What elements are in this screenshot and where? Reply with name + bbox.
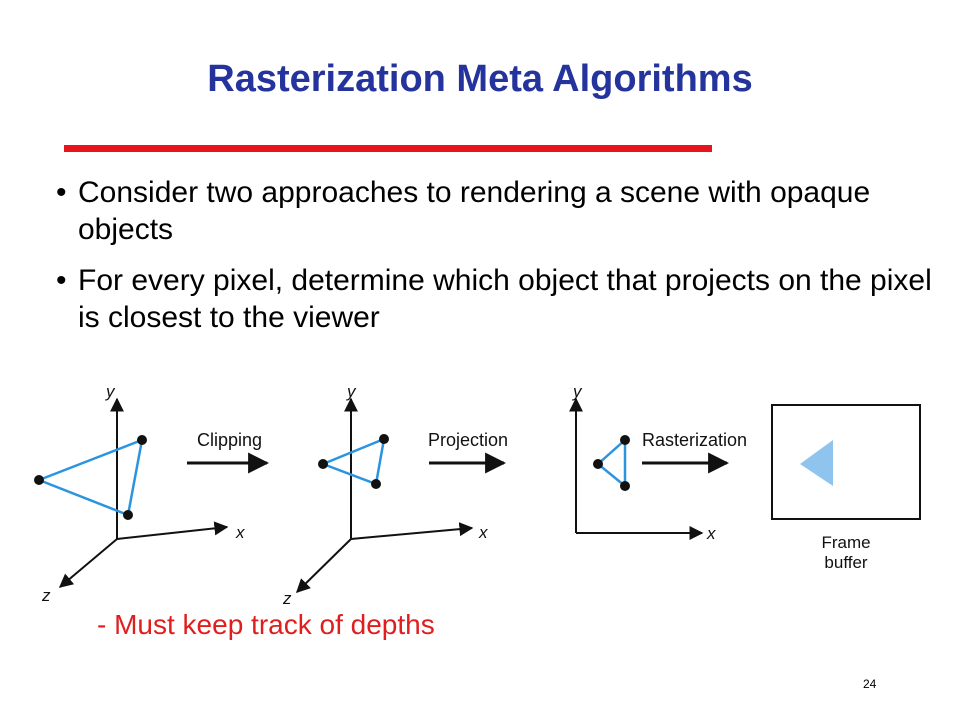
frame-buffer-label: Frame [821,533,870,552]
vertex [379,434,389,444]
x-axis-label: x [706,524,716,543]
stage-label-rasterization: Rasterization [642,430,747,450]
page-number: 24 [863,677,877,691]
stage-label-clipping: Clipping [197,430,262,450]
panel-world: y x z [34,382,245,605]
frame-buffer-label: buffer [824,553,868,572]
vertex [371,479,381,489]
pipeline-diagram: y x z Clipping y x z Projection [34,382,921,608]
frame-buffer: Frame buffer [771,404,921,572]
x-axis-label: x [478,523,488,542]
bullet-item: For every pixel, determine which object … [56,262,936,336]
frame-buffer-box [771,404,921,520]
z-axis-label: z [282,589,292,607]
depth-note: - Must keep track of depths [97,609,435,640]
stage-label-projection: Projection [428,430,508,450]
triangle [35,438,144,517]
y-axis-label: y [572,382,583,401]
vertex [123,510,133,520]
x-axis [116,521,229,540]
x-axis [350,522,474,540]
vertex [137,435,147,445]
vertex [620,481,630,491]
triangle [596,437,627,489]
vertex [318,459,328,469]
panel-projected: y x [569,382,716,543]
triangle [319,436,386,486]
panel-clipped: y x z [282,382,488,608]
z-axis-label: z [41,586,51,605]
y-axis-label: y [346,382,357,401]
vertex [593,459,603,469]
bullet-list: Consider two approaches to rendering a s… [56,174,936,350]
rasterized-triangle [800,440,833,486]
y-axis-label: y [105,382,116,401]
bullet-item: Consider two approaches to rendering a s… [56,174,936,248]
title-underline [64,145,712,152]
pipeline-figure: y x z Clipping y x z Projection [2,367,936,608]
vertex [620,435,630,445]
z-axis [296,538,352,593]
slide-title: Rasterization Meta Algorithms [207,58,753,100]
z-axis [58,538,118,588]
x-axis-label: x [235,523,245,542]
vertex [34,475,44,485]
